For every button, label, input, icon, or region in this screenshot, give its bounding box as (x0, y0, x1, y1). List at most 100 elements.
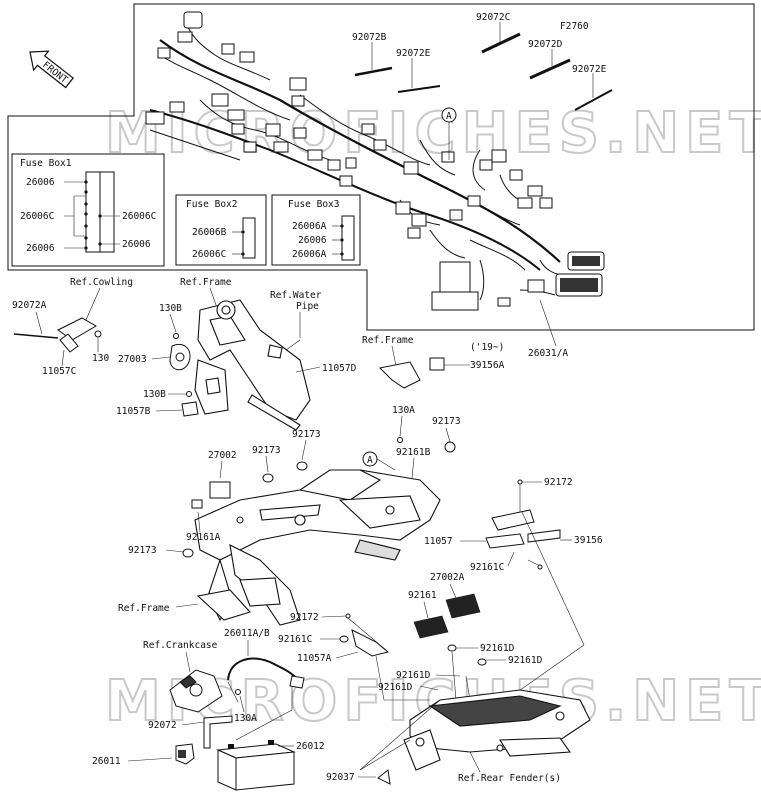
fuse3-label-26006A-bottom: 26006A (292, 249, 327, 260)
bracket-11057 (485, 509, 561, 549)
relay-92161 (413, 615, 449, 639)
ref-crankcase: Ref.Crankcase (143, 640, 218, 651)
label-92161D-2: 92161D (508, 655, 543, 666)
ref-water-pipe-1: Ref.Water (270, 290, 322, 301)
upper-frame (194, 299, 311, 431)
label-92173-4: 92173 (128, 545, 157, 556)
terminal-cap-26011 (175, 743, 195, 765)
band-92072C (481, 22, 521, 54)
fuse1-label-26006C-left: 26006C (20, 211, 54, 222)
band-92072B (354, 42, 393, 77)
label-11057: 11057 (424, 536, 453, 547)
label-27002A: 27002A (430, 572, 465, 583)
label-130A-1: 130A (392, 405, 415, 416)
label-92172-2: 92172 (290, 612, 319, 623)
label-92161B: 92161B (396, 447, 431, 458)
fuse-box-3: Fuse Box3 26006A 26006 26006A (271, 194, 361, 266)
ref-rear-fender: Ref.Rear Fender(s) (458, 773, 561, 784)
label-26031A: 26031/A (528, 348, 568, 359)
label-27002: 27002 (208, 450, 237, 461)
battery-26012 (216, 740, 296, 791)
fuse3-label-26006A-top: 26006A (292, 221, 327, 232)
ref-cowling: Ref.Cowling (70, 277, 133, 288)
bracket-11057A (351, 629, 390, 657)
ref-frame-2: Ref.Frame (362, 335, 414, 346)
fuse-box-3-title: Fuse Box3 (288, 199, 339, 210)
label-92161C-2: 92161C (278, 634, 312, 645)
fuse-box-1-title: Fuse Box1 (20, 158, 72, 169)
horn-27003 (169, 344, 191, 371)
front-arrow: FRONT (29, 50, 74, 89)
label-92072B: 92072B (352, 32, 387, 43)
fuse-box-2: Fuse Box2 26006B 26006C (175, 194, 267, 266)
label-11057A: 11057A (297, 653, 332, 664)
watermark-top: MICROFICHES.NET (105, 101, 761, 166)
callout-a-top: A (441, 107, 457, 160)
label-92173-1: 92173 (292, 429, 321, 440)
label-92072E-2: 92072E (572, 64, 607, 75)
fuse1-label-26006-top: 26006 (26, 177, 55, 188)
fuse-box-2-title: Fuse Box2 (186, 199, 237, 210)
label-92072A: 92072A (12, 300, 47, 311)
regulator-27002A (445, 593, 481, 619)
label-27003: 27003 (118, 354, 147, 365)
label-39156A: 39156A (470, 360, 505, 371)
label-130A-2: 130A (234, 713, 257, 724)
leader-26031A (539, 299, 557, 347)
label-F2760: F2760 (560, 21, 589, 32)
diagram-text: A (446, 111, 452, 122)
label-92161D-3: 92161D (396, 670, 431, 681)
label-11057C: 11057C (42, 366, 76, 377)
harness-group-box (7, 3, 755, 331)
bracket-ref-frame-2 (378, 361, 421, 389)
label-92072D: 92072D (528, 39, 563, 50)
label-39156: 39156 (574, 535, 603, 546)
label-92161D-1: 92161D (480, 643, 515, 654)
label-26011: 26011 (92, 756, 121, 767)
rear-fender-tray (403, 689, 591, 771)
clip-92037 (377, 769, 391, 785)
label-92161: 92161 (408, 590, 437, 601)
band-92072D (529, 49, 571, 80)
label-26012: 26012 (296, 741, 325, 752)
label-92072C: 92072C (476, 12, 510, 23)
main-frame (194, 469, 441, 626)
label-26011AB: 26011A/B (224, 628, 270, 639)
label-92173-3: 92173 (252, 445, 281, 456)
label-92161D-4: 92161D (378, 682, 413, 693)
label-130: 130 (92, 353, 109, 364)
ref-frame-3: Ref.Frame (118, 603, 170, 614)
cowling-bracket (57, 317, 102, 353)
ref-water-pipe-2: Pipe (296, 301, 319, 312)
harness-connectors (145, 11, 553, 311)
diagram-text: A (367, 455, 373, 466)
label-92161C-1: 92161C (470, 562, 504, 573)
fuse2-label-26006C: 26006C (192, 249, 226, 260)
crankcase-part (169, 669, 223, 713)
fuse3-label-26006: 26006 (298, 235, 327, 246)
fuse1-label-26006-right: 26006 (122, 239, 151, 250)
label-11057D: 11057D (322, 363, 357, 374)
band-92072E-1 (397, 58, 441, 93)
relay-27002 (209, 481, 231, 499)
label-plate-39156A (429, 357, 445, 371)
label-92172-1: 92172 (544, 477, 573, 488)
label-92037: 92037 (326, 772, 355, 783)
bracket-11057B (181, 401, 199, 417)
label-130B-1: 130B (159, 303, 182, 314)
fuse1-label-26006C-right: 26006C (122, 211, 156, 222)
fuse1-label-26006-bottom: 26006 (26, 243, 55, 254)
ref-frame-1: Ref.Frame (180, 277, 232, 288)
strap-92072 (203, 715, 233, 749)
label-92072: 92072 (148, 720, 177, 731)
callout-a-bottom: A (362, 451, 396, 471)
label-92161A: 92161A (186, 532, 221, 543)
band-92072E-2 (574, 73, 613, 111)
fuse2-label-26006B: 26006B (192, 227, 227, 238)
label-130B-2: 130B (143, 389, 166, 400)
label-92072E-1: 92072E (396, 48, 431, 59)
label-92173-2: 92173 (432, 416, 461, 427)
label-11057B: 11057B (116, 406, 151, 417)
fuse-box-1: Fuse Box1 26006 26006C 26006 26006C 2600… (11, 153, 165, 267)
